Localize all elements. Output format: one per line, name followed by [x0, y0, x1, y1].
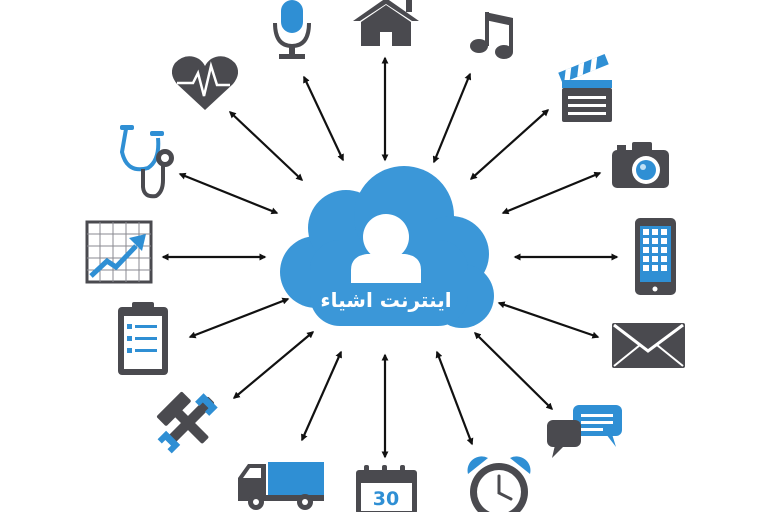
- smartphone-icon: [635, 218, 676, 295]
- chat-bubbles-icon: [547, 405, 622, 458]
- arrow-alarm: [435, 350, 474, 446]
- camera-icon: [612, 142, 669, 188]
- arrow-microphone: [303, 75, 344, 162]
- hub-label: اینترنت اشیاء: [320, 288, 451, 312]
- heartbeat-icon: [171, 56, 239, 110]
- clipboard-icon: [118, 302, 168, 375]
- arrow-chat: [474, 332, 553, 410]
- arrow-stethoscope: [178, 172, 279, 215]
- arrow-tools: [232, 331, 315, 399]
- microphone-icon: [273, 0, 311, 59]
- delivery-truck-icon: [238, 462, 324, 510]
- arrow-camera: [501, 171, 602, 215]
- calendar-day-number: 30: [373, 488, 399, 510]
- arrow-envelope: [497, 301, 600, 339]
- calendar-icon: 30: [356, 465, 417, 512]
- arrow-truck: [300, 350, 343, 442]
- iot-cloud-hub: اینترنت اشیاء: [280, 166, 494, 328]
- music-note-icon: [470, 12, 513, 59]
- home-icon: [353, 0, 419, 46]
- arrow-heartbeat: [228, 111, 304, 181]
- arrow-music: [432, 72, 472, 164]
- user-silhouette-icon: [351, 214, 421, 283]
- tools-icon: [157, 392, 218, 454]
- stethoscope-icon: [119, 125, 174, 199]
- arrow-clipboard: [188, 297, 290, 339]
- growth-chart-icon: [85, 220, 153, 284]
- arrow-clapperboard: [469, 109, 550, 180]
- envelope-icon: [612, 323, 685, 368]
- alarm-clock-icon: [467, 456, 531, 512]
- clapperboard-icon: [558, 53, 612, 122]
- connection-arrows: [161, 56, 619, 459]
